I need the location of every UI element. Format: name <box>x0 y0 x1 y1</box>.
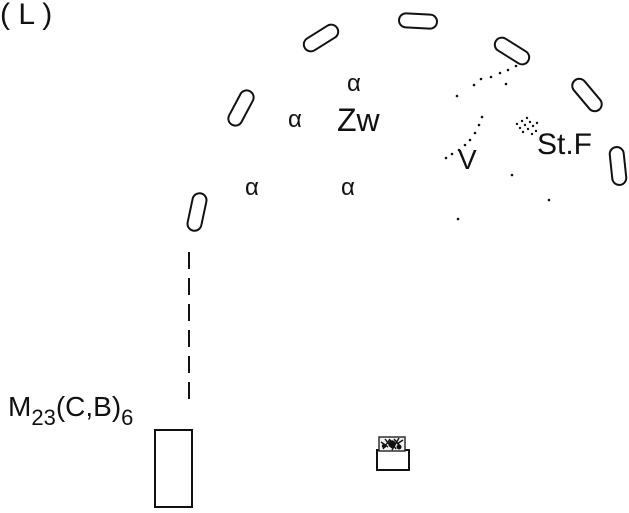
arc-streak-spot-5 <box>493 36 531 66</box>
m23-subscript-6: 6 <box>121 405 134 430</box>
alpha-spot-zw: α <box>347 70 361 97</box>
label-zw: Zw <box>337 102 380 138</box>
arc-streak-spot-1 <box>186 192 208 232</box>
textured-spot-blob <box>378 436 406 452</box>
label-stf: St.F <box>537 128 593 161</box>
arc-streak-spot-6 <box>571 77 603 113</box>
arc-streak-spot-2 <box>227 89 255 127</box>
alpha-spot-left-lower: α <box>245 174 259 201</box>
arc-streak-spot-4 <box>398 12 438 30</box>
v-scatter-dots <box>444 64 551 221</box>
cropped-heading-fragment: ( L ) <box>0 0 53 31</box>
arc-streak-spot-7 <box>608 146 628 186</box>
label-v: V <box>458 144 477 175</box>
alpha-spot-left-upper: α <box>288 106 302 133</box>
m23-main: M <box>8 391 32 422</box>
stf-scatter-dots <box>515 116 539 136</box>
m23-subscript-23: 23 <box>31 405 56 430</box>
m23-spot-rectangle <box>154 429 193 508</box>
label-m23-cb6: M23(C,B)6 <box>8 391 133 429</box>
alpha-spot-center-lower: α <box>341 174 355 201</box>
small-spot-box <box>376 449 410 471</box>
m23-paren: (C,B) <box>55 391 122 422</box>
arc-streak-spot-3 <box>302 23 340 53</box>
